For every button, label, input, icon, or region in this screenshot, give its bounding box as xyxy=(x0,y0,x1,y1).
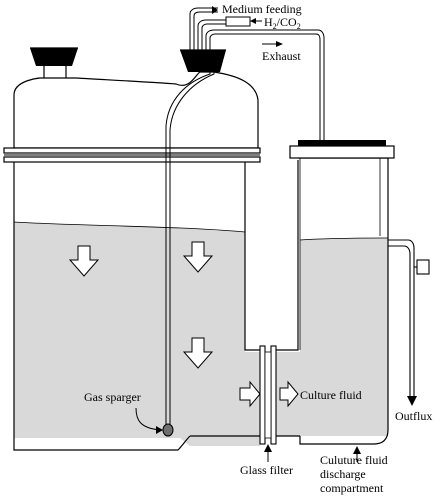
gas-sparger-tube xyxy=(165,56,215,425)
main-vessel-body xyxy=(13,162,191,451)
flow-arrow-down-3 xyxy=(182,337,214,369)
discharge-stopper xyxy=(298,140,386,146)
left-stopper xyxy=(30,48,78,66)
label-gas-h: H xyxy=(264,15,273,29)
label-gas-sub2b: 2 xyxy=(297,22,301,31)
flow-arrow-down-1 xyxy=(68,245,100,277)
outflux-valve xyxy=(416,259,430,275)
flow-arrow-right-2 xyxy=(279,380,299,408)
medium-feeding-arrow xyxy=(212,6,218,14)
label-discharge-line2: discharge xyxy=(320,467,366,481)
flow-arrow-down-2 xyxy=(182,241,214,273)
glass-filter-core xyxy=(264,351,272,439)
label-medium-feeding: Medium feeding xyxy=(222,2,302,16)
discharge-compartment xyxy=(298,157,389,445)
flange-top xyxy=(3,147,261,154)
discharge-pointer-head xyxy=(353,446,361,454)
label-discharge-line3: compartment xyxy=(320,481,384,495)
liquid-surface-main xyxy=(13,221,246,233)
liquid-surface-discharge xyxy=(299,237,389,241)
gas-filter-box xyxy=(225,16,251,27)
gas-inlet-tube xyxy=(197,19,226,54)
label-culture-fluid: Culture fluid xyxy=(300,388,362,402)
main-vessel-right-wall xyxy=(244,162,262,351)
exhaust-tube xyxy=(205,29,325,140)
label-discharge-line1: Culuture fluid xyxy=(320,453,388,467)
label-gas-inlet: H2/CO2 xyxy=(264,15,301,31)
exhaust-arrow xyxy=(276,41,283,47)
label-gas-sparger: Gas sparger xyxy=(84,390,141,404)
flow-arrow-right-1 xyxy=(239,380,261,408)
gas-sparger-pointer-head xyxy=(156,426,163,434)
outflux-tube xyxy=(388,239,415,398)
label-glass-filter: Glass filter xyxy=(240,463,293,477)
medium-feeding-tube xyxy=(189,7,218,54)
glass-filter-pointer-head xyxy=(264,444,272,452)
main-vessel-dome xyxy=(13,71,259,149)
discharge-connector xyxy=(276,160,300,437)
gas-sparger-pointer xyxy=(135,407,161,431)
discharge-rim xyxy=(289,145,395,159)
label-gas-sub2a: 2 xyxy=(273,22,277,31)
glass-filter-left xyxy=(259,345,266,445)
label-exhaust: Exhaust xyxy=(262,49,301,63)
label-outflux: Outflux xyxy=(395,409,432,423)
flange-bottom xyxy=(3,156,261,163)
outflux-arrowhead xyxy=(407,396,417,406)
label-gas-slash-co: /CO xyxy=(277,15,297,29)
gas-sparger xyxy=(162,423,174,437)
gas-arrow xyxy=(250,18,256,24)
right-stopper xyxy=(180,50,226,72)
glass-filter-right xyxy=(270,345,277,445)
